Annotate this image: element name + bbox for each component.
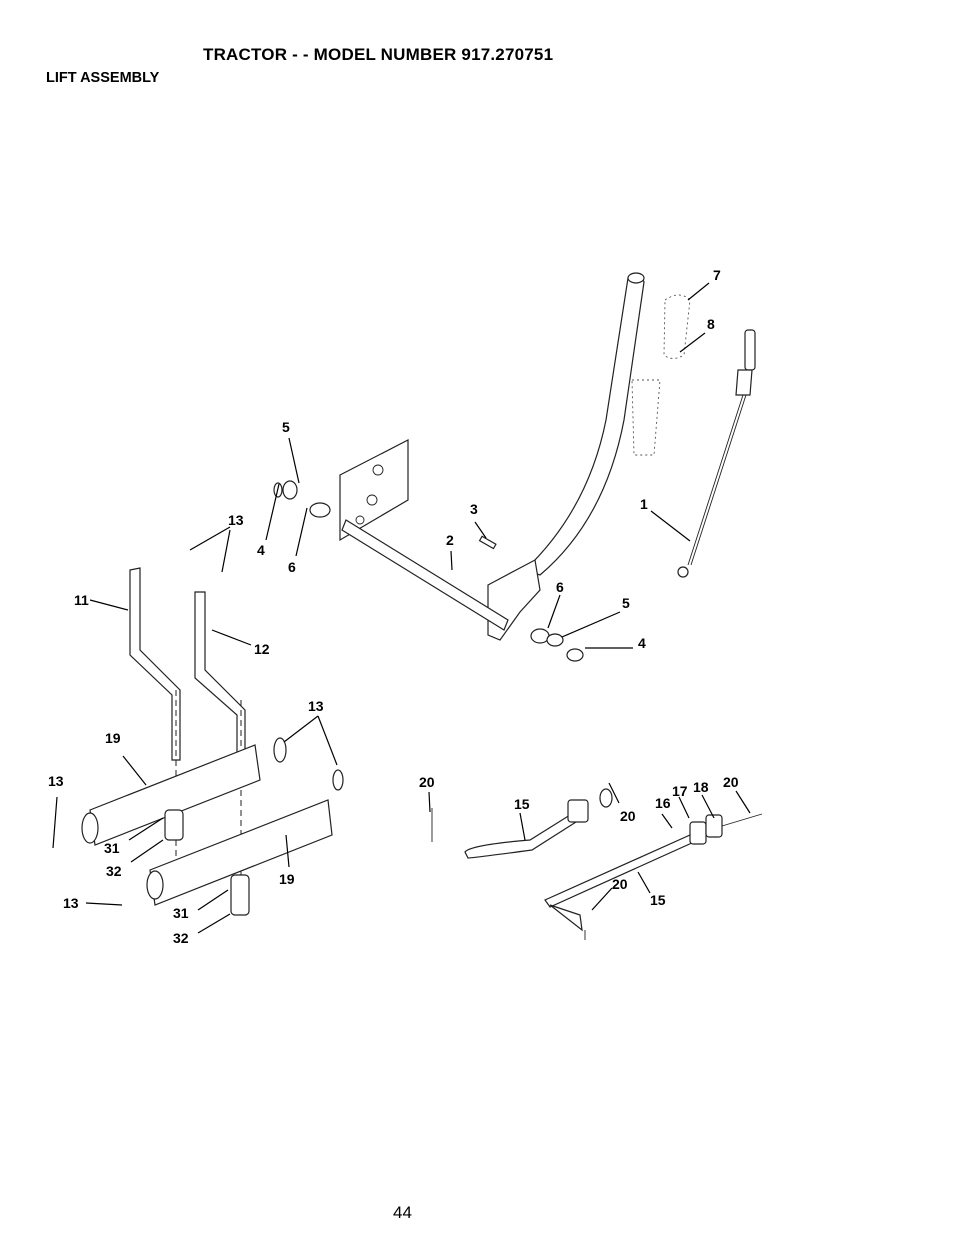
callout-13-left: 13 xyxy=(48,773,64,789)
callout-1: 1 xyxy=(640,496,648,512)
callout-13-middle: 13 xyxy=(308,698,324,714)
part-lift-arm-upper xyxy=(81,744,261,846)
callout-13-upper: 13 xyxy=(228,512,244,528)
callout-17: 17 xyxy=(672,783,688,799)
part-rod-15-lower xyxy=(544,813,763,932)
callout-3: 3 xyxy=(470,501,478,517)
callout-19-lower: 19 xyxy=(279,871,295,887)
part-washers-pins xyxy=(273,480,564,647)
callout-20-right: 20 xyxy=(723,774,739,790)
callout-4-lower: 4 xyxy=(638,635,646,651)
callout-13-lower: 13 xyxy=(63,895,79,911)
callout-6-upper: 6 xyxy=(288,559,296,575)
callout-18: 18 xyxy=(693,779,709,795)
callout-31-upper: 31 xyxy=(104,840,120,856)
callout-4-upper: 4 xyxy=(257,542,265,558)
part-trunnions xyxy=(164,737,344,916)
callout-20-lower: 20 xyxy=(612,876,628,892)
callout-11: 11 xyxy=(74,592,89,608)
callout-32-upper: 32 xyxy=(106,863,122,879)
callout-6-lower: 6 xyxy=(556,579,564,595)
callout-7: 7 xyxy=(713,267,721,283)
part-button-rod xyxy=(677,329,756,578)
part-mounting-bracket xyxy=(339,439,409,542)
page-number: 44 xyxy=(393,1203,412,1222)
part-cotter-pins xyxy=(431,808,586,940)
callout-8: 8 xyxy=(707,316,715,332)
part-lift-handle xyxy=(487,272,645,641)
callout-2: 2 xyxy=(446,532,454,548)
leader-lines xyxy=(52,282,751,934)
callout-32-lower: 32 xyxy=(173,930,189,946)
callout-12: 12 xyxy=(254,641,270,657)
page-title: TRACTOR - - MODEL NUMBER 917.270751 xyxy=(203,45,554,64)
section-title: LIFT ASSEMBLY xyxy=(46,70,160,86)
callout-5-lower: 5 xyxy=(622,595,630,611)
part-rod-15-upper xyxy=(464,788,613,859)
part-cross-shaft xyxy=(309,502,584,662)
callout-19-upper: 19 xyxy=(105,730,121,746)
part-lift-arm-lower xyxy=(146,799,333,906)
callout-20-middle: 20 xyxy=(620,808,636,824)
callout-20-left: 20 xyxy=(419,774,435,790)
callout-labels: 7 8 5 13 3 2 1 4 6 6 5 4 11 12 13 19 13 … xyxy=(48,267,739,946)
callout-16: 16 xyxy=(655,795,671,811)
callout-31-lower: 31 xyxy=(173,905,189,921)
part-handle-grip xyxy=(631,294,691,456)
callout-5-upper: 5 xyxy=(282,419,290,435)
callout-15-lower: 15 xyxy=(650,892,666,908)
callout-15-upper: 15 xyxy=(514,796,530,812)
